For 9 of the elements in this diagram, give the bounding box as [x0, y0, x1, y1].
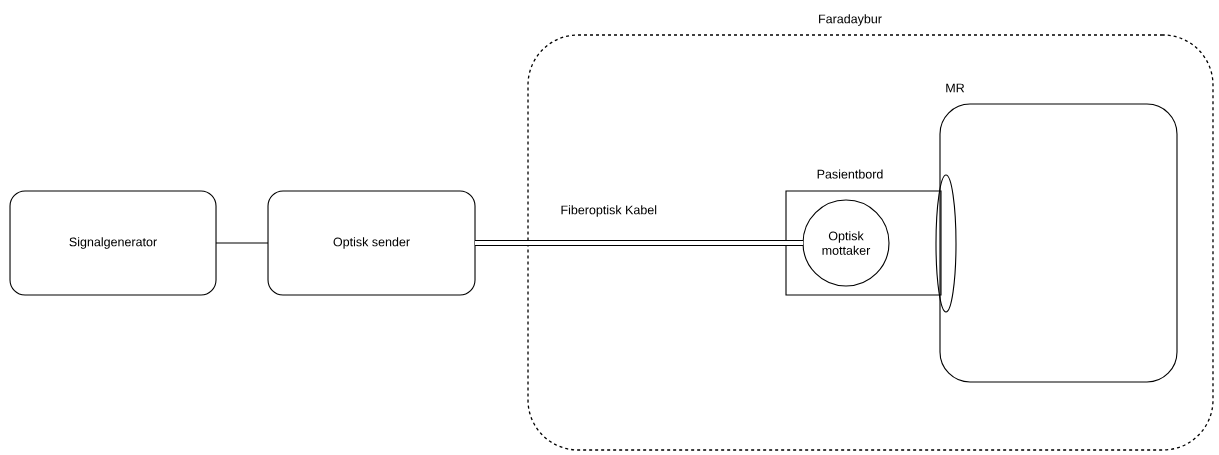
- heading: Pasientbord: [817, 169, 883, 179]
- process-box: Optisk sender: [267, 190, 476, 296]
- process-box: Signalgenerator: [9, 190, 217, 296]
- edge-label: Fiberoptisk Kabel: [559, 204, 659, 218]
- heading: Faradaybur: [819, 14, 882, 26]
- connector-line: [475, 239, 803, 247]
- coil-ellipse: [935, 174, 957, 313]
- heading: MR: [946, 83, 965, 93]
- connector-line: [215, 242, 269, 244]
